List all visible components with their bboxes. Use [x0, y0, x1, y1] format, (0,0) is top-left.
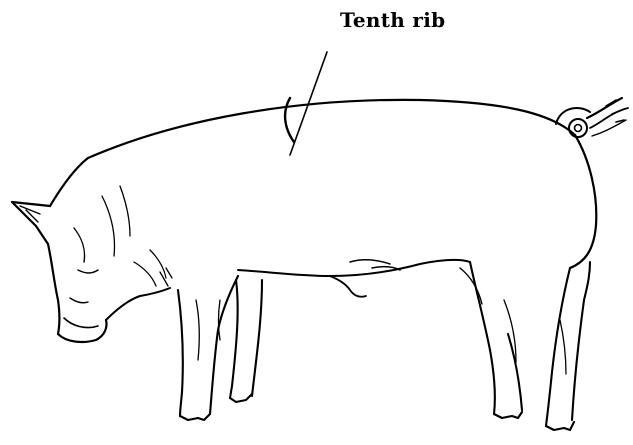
pig-rear-legs — [460, 262, 590, 430]
tenth-rib-mark — [285, 98, 294, 142]
pig-head — [12, 158, 170, 342]
pig-belly-outline — [238, 260, 470, 276]
pig-back-outline — [88, 100, 575, 158]
pig-shoulder-shading — [102, 186, 172, 286]
tenth-rib-label: Tenth rib — [340, 8, 445, 32]
pig-front-legs — [178, 276, 262, 420]
pig-rump-outline — [570, 135, 596, 268]
pig-tail — [556, 98, 628, 137]
